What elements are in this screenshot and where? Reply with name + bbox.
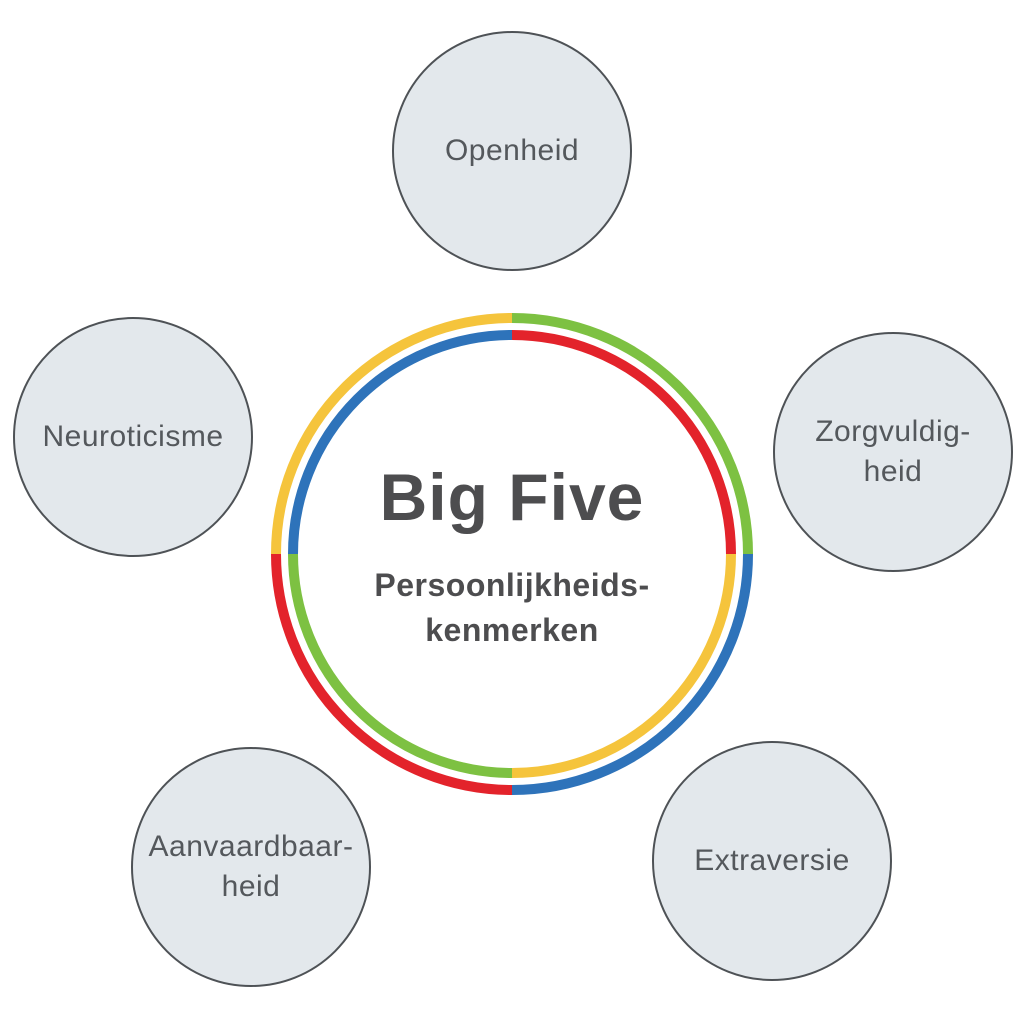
trait-label-line: Zorgvuldig- (815, 414, 971, 448)
ring-inner-nw-segment (288, 330, 513, 555)
trait-label: Neuroticisme (42, 417, 223, 458)
diagram-subtitle: Persoonlijkheids- kenmerken (302, 563, 722, 653)
trait-label-line: Aanvaardbaar- (148, 829, 354, 863)
trait-label: Extraversie (694, 841, 850, 882)
trait-circle-zorgvuldigheid: Zorgvuldig- heid (773, 332, 1013, 572)
ring-inner-sw-segment (288, 553, 513, 778)
trait-label-line: Neuroticisme (42, 419, 224, 453)
diagram-subtitle-line: Persoonlijkheids- (374, 567, 650, 604)
trait-label-line: heid (863, 455, 923, 488)
trait-circle-neuroticisme: Neuroticisme (13, 317, 253, 557)
trait-label: Aanvaardbaar- heid (149, 827, 354, 908)
trait-label-line: Openheid (444, 133, 580, 167)
ring-outer-nw-segment (271, 313, 513, 555)
diagram-title: Big Five (379, 460, 645, 535)
trait-label-line: heid (221, 870, 281, 903)
trait-circle-aanvaardbaarheid: Aanvaardbaar- heid (131, 747, 371, 987)
trait-circle-openheid: Openheid (392, 31, 632, 271)
trait-label-line: Extraversie (694, 843, 850, 877)
diagram-subtitle-line: kenmerken (425, 612, 599, 648)
trait-circle-extraversie: Extraversie (652, 741, 892, 981)
center-label-group: Big Five Persoonlijkheids- kenmerken (302, 459, 722, 653)
trait-label: Zorgvuldig- heid (815, 412, 971, 493)
ring-inner-se-segment (511, 553, 736, 778)
ring-outer-ne-segment (511, 313, 753, 555)
ring-outer-se-segment (511, 553, 753, 795)
ring-outer-sw-segment (271, 553, 513, 795)
trait-label: Openheid (445, 131, 579, 172)
ring-inner-ne-segment (511, 330, 736, 555)
